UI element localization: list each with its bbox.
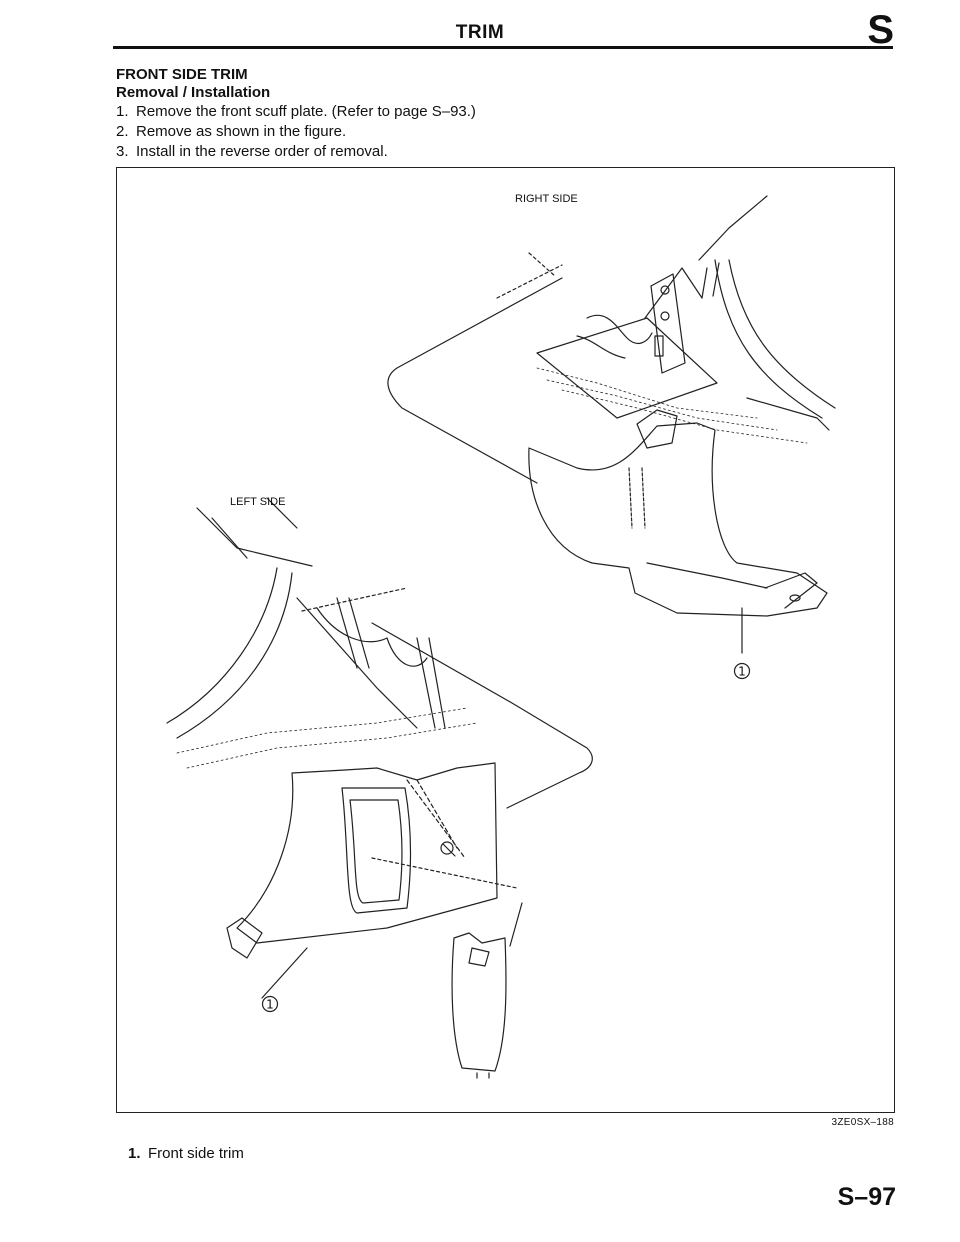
left-pillar-drawing — [166, 497, 446, 739]
page-header-title: TRIM — [455, 22, 505, 43]
section-title: FRONT SIDE TRIM — [116, 66, 248, 83]
procedure-step: 2. Remove as shown in the figure. — [116, 122, 476, 142]
step-number: 2. — [116, 123, 129, 140]
page-number: S–97 — [837, 1183, 896, 1211]
procedure-step: 3. Install in the reverse order of remov… — [116, 142, 476, 162]
procedure-step: 1. Remove the front scuff plate. (Refer … — [116, 102, 476, 122]
legend-item: 1. Front side trim — [128, 1145, 244, 1162]
left-side-label: LEFT SIDE — [230, 496, 285, 508]
left-trim-panel — [226, 762, 498, 959]
header-rule — [113, 46, 893, 49]
step-text: Remove as shown in the figure. — [136, 123, 347, 140]
trim-illustration: RIGHT SIDE LEFT SIDE 1 1 — [166, 193, 836, 1079]
callout-number-right: 1 — [738, 665, 746, 679]
right-pillar-drawing — [536, 195, 836, 431]
detached-cover-panel — [451, 902, 523, 1079]
legend-number: 1. — [128, 1145, 141, 1162]
step-text: Remove the front scuff plate. (Refer to … — [136, 103, 476, 120]
section-subtitle: Removal / Installation — [116, 84, 271, 101]
right-carpet-texture — [536, 367, 808, 444]
legend-text: Front side trim — [148, 1145, 244, 1162]
step-number: 1. — [116, 103, 129, 120]
procedure-steps: 1. Remove the front scuff plate. (Refer … — [116, 102, 476, 162]
right-detail-bubble — [387, 277, 563, 484]
left-detail-bubble — [371, 622, 593, 809]
callout-number-left: 1 — [266, 998, 274, 1012]
figure-code: 3ZE0SX–188 — [831, 1117, 894, 1128]
right-side-label: RIGHT SIDE — [515, 193, 578, 205]
step-text: Install in the reverse order of removal. — [136, 143, 388, 160]
step-number: 3. — [116, 143, 129, 160]
section-letter: S — [867, 8, 894, 52]
figure-frame: RIGHT SIDE LEFT SIDE 1 1 — [116, 167, 895, 1113]
left-carpet-texture — [176, 707, 478, 769]
right-trim-panel — [528, 409, 828, 654]
